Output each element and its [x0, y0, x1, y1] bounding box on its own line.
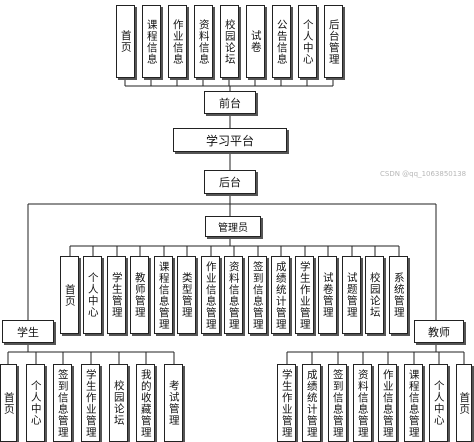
- front-module-campus-forum: 校园论坛: [220, 5, 239, 78]
- platform-node: 学习平台: [173, 128, 287, 152]
- front-module-exam-paper: 试卷: [246, 5, 265, 78]
- teacher-module-home: 首页: [456, 364, 472, 442]
- back-end-node: 后台: [204, 170, 256, 194]
- admin-module-question-manage: 试题管理: [342, 256, 361, 334]
- teacher-module-signin-manage: 签到信息管理: [328, 364, 347, 442]
- admin-module-material-manage: 资料信息管理: [224, 256, 243, 334]
- admin-module-home: 首页: [60, 256, 79, 334]
- front-module-home: 首页: [116, 5, 135, 78]
- front-module-course-info: 课程信息: [142, 5, 161, 78]
- admin-module-score-manage: 成绩统计管理: [271, 256, 290, 334]
- admin-module-signin-manage: 签到信息管理: [248, 256, 267, 334]
- front-end-node: 前台: [204, 91, 256, 114]
- admin-module-personal-center: 个人中心: [83, 256, 102, 334]
- front-module-homework-info: 作业信息: [168, 5, 187, 78]
- admin-module-homework-manage: 作业信息管理: [201, 256, 220, 334]
- student-module-favorites-manage: 我的收藏管理: [136, 364, 155, 442]
- student-module-home: 首页: [0, 364, 17, 442]
- teacher-module-course-manage: 课程信息管理: [404, 364, 423, 442]
- admin-module-teacher-manage: 教师管理: [130, 256, 149, 334]
- student-module-homework-manage: 学生作业管理: [81, 364, 100, 442]
- admin-module-student-manage: 学生管理: [107, 256, 126, 334]
- teacher-module-material-manage: 资料信息管理: [353, 364, 372, 442]
- admin-module-paper-manage: 试卷管理: [318, 256, 337, 334]
- teacher-module-student-homework: 学生作业管理: [277, 364, 296, 442]
- teacher-module-personal-center: 个人中心: [429, 364, 448, 442]
- admin-node: 管理员: [205, 216, 261, 237]
- teacher-module-homework-manage: 作业信息管理: [378, 364, 397, 442]
- front-module-announcement: 公告信息: [272, 5, 291, 78]
- admin-module-campus-forum: 校园论坛: [365, 256, 384, 334]
- admin-module-system-manage: 系统管理: [389, 256, 408, 334]
- student-module-exam-manage: 考试管理: [164, 364, 183, 442]
- front-module-material-info: 资料信息: [194, 5, 213, 78]
- front-module-backend-manage: 后台管理: [324, 5, 343, 78]
- student-module-campus-forum: 校园论坛: [109, 364, 128, 442]
- front-module-personal-center: 个人中心: [298, 5, 317, 78]
- watermark: CSDN @qq_1063850138: [380, 170, 467, 178]
- student-module-signin-manage: 签到信息管理: [53, 364, 72, 442]
- student-node: 学生: [2, 320, 54, 343]
- teacher-node: 教师: [414, 320, 464, 343]
- admin-module-type-manage: 类型管理: [177, 256, 196, 334]
- admin-module-course-manage: 课程信息管理: [154, 256, 173, 334]
- teacher-module-score-stats: 成绩统计管理: [302, 364, 321, 442]
- admin-module-student-homework-manage: 学生作业管理: [295, 256, 314, 334]
- student-module-personal-center: 个人中心: [26, 364, 45, 442]
